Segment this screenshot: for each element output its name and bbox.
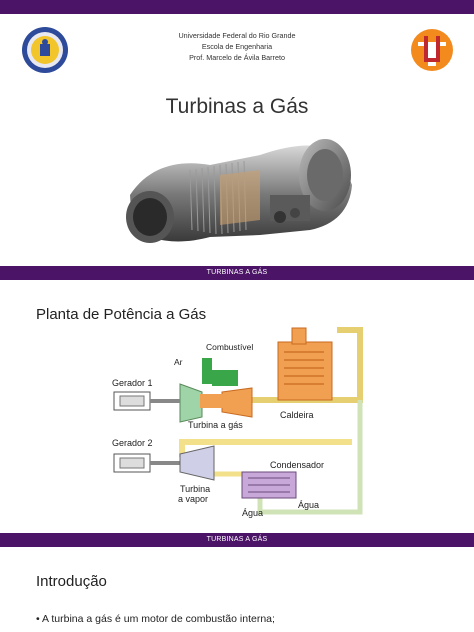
- bullet-item: • A turbina a gás é um motor de combustã…: [36, 613, 275, 625]
- header-line-professor: Prof. Marcelo de Ávila Barreto: [189, 53, 285, 62]
- label-turbina-vapor-line-2: a vapor: [178, 494, 208, 504]
- bullet-dot: •: [36, 613, 40, 625]
- label-ar: Ar: [174, 357, 183, 367]
- label-agua-2: Água: [298, 500, 319, 510]
- label-turbina-gas: Turbina a gás: [188, 420, 243, 430]
- slide-2-footer: TURBINAS A GÁS: [0, 533, 474, 547]
- label-combustivel: Combustível: [206, 342, 253, 352]
- header-line-university: Universidade Federal do Rio Grande: [178, 31, 296, 40]
- bullet-text: A turbina a gás é um motor de combustão …: [42, 613, 275, 625]
- slide-2-title: Planta de Potência a Gás: [36, 306, 207, 323]
- slide-1-title: Turbinas a Gás: [165, 95, 309, 118]
- slide-1-footer: TURBINAS A GÁS: [0, 266, 474, 280]
- slide-3-title: Introdução: [36, 573, 107, 590]
- label-gerador-1: Gerador 1: [112, 378, 153, 388]
- label-caldeira: Caldeira: [280, 410, 314, 420]
- label-gerador-2: Gerador 2: [112, 438, 153, 448]
- furg-logo: [411, 29, 453, 71]
- top-purple-bar: [0, 0, 474, 14]
- institution-header: Universidade Federal do Rio Grande Escol…: [137, 30, 337, 63]
- label-condensador: Condensador: [270, 460, 324, 470]
- header-line-school: Escola de Engenharia: [201, 42, 273, 51]
- gas-turbine-image: [126, 139, 352, 243]
- gas-power-plant-diagram: Combustível Ar Gerador 1 Turbina a gás C…: [112, 327, 363, 518]
- furg-engineering-logo: [22, 27, 68, 73]
- label-turbina-vapor-line-1: Turbina: [180, 484, 210, 494]
- label-agua-1: Água: [242, 508, 263, 518]
